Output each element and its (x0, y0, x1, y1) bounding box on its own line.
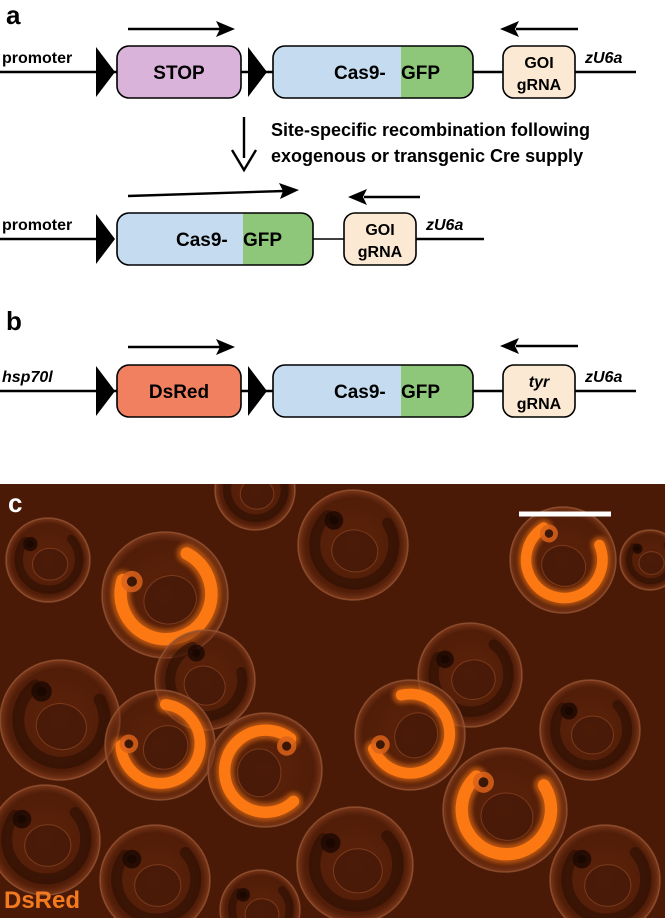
fluorescent-embryo (354, 679, 466, 791)
goi-label-a-bottom: GOI (365, 222, 394, 239)
hsp70l-label: hsp70l (2, 369, 53, 386)
goi-grna-box-a-bottom: GOI gRNA (343, 212, 417, 266)
reverse-arrow-b (500, 338, 578, 354)
zu6a-label-b: zU6a (584, 369, 622, 386)
embryo (99, 824, 211, 918)
embryo (5, 517, 91, 603)
tyr-grna-box: tyr gRNA (502, 364, 576, 418)
fluorescent-embryo (101, 531, 229, 659)
stop-cassette: STOP (116, 45, 242, 99)
loxp-site-1 (96, 47, 115, 97)
grna-label-a-bottom: gRNA (358, 244, 403, 261)
embryo (296, 806, 414, 918)
forward-arrow-b (128, 339, 235, 355)
embryo (219, 869, 301, 918)
embryo (539, 679, 641, 781)
embryo-layer (0, 484, 665, 918)
fluorescent-embryo (509, 506, 617, 614)
loxp-site-b1 (96, 366, 115, 416)
cas9-gfp-box-a-bottom: Cas9- GFP (116, 212, 314, 266)
embryo (619, 529, 665, 591)
reverse-arrow-a-bottom (348, 189, 420, 205)
fluorescent-embryo (207, 712, 323, 828)
forward-arrow-a-bottom (127, 183, 299, 199)
cas9-label-a-bottom: Cas9- (176, 230, 228, 251)
grna-label-a-top: gRNA (517, 77, 562, 94)
gfp-label-a-top: GFP (401, 63, 440, 84)
micrograph (0, 484, 665, 918)
dsred-cassette: DsRed (116, 364, 242, 418)
loxp-site-b2 (248, 366, 267, 416)
promoter-label-a-bottom: promoter (2, 217, 72, 234)
recombination-text-line2: exogenous or transgenic Cre supply (271, 146, 583, 166)
embryo (549, 824, 661, 918)
grna-label-b: gRNA (517, 396, 562, 413)
gfp-label-a-bottom: GFP (243, 230, 282, 251)
panel-b-letter: b (6, 306, 22, 336)
zu6a-label-a-top: zU6a (584, 50, 622, 67)
goi-grna-box-a-top: GOI gRNA (502, 45, 576, 99)
loxp-site-2 (248, 47, 267, 97)
zu6a-label-a-bottom: zU6a (425, 217, 463, 234)
fluorescent-embryo (104, 689, 216, 801)
dsred-channel-label: DsRed (4, 887, 80, 914)
promoter-label-a-top: promoter (2, 50, 72, 67)
cas9-label-a-top: Cas9- (334, 63, 386, 84)
goi-label-a-top: GOI (524, 55, 553, 72)
embryo (297, 489, 409, 601)
embryo (214, 484, 296, 531)
cas9-gfp-box-a-top: Cas9- GFP (272, 45, 474, 99)
embryo (0, 784, 101, 896)
panel-a-letter: a (6, 0, 21, 30)
loxp-site-remaining (96, 214, 115, 264)
reverse-arrow-a-top (500, 21, 578, 37)
recombination-arrow (230, 117, 258, 173)
cas9-label-b: Cas9- (334, 382, 386, 403)
panel-c-letter: c (8, 488, 22, 518)
recombination-text-line1: Site-specific recombination following (271, 120, 590, 140)
cas9-gfp-box-b: Cas9- GFP (272, 364, 474, 418)
stop-label: STOP (153, 63, 205, 84)
forward-arrow-a-top (128, 21, 235, 37)
gfp-label-b: GFP (401, 382, 440, 403)
dsred-label: DsRed (149, 382, 209, 403)
fluorescent-embryo (442, 747, 568, 873)
tyr-label: tyr (529, 374, 550, 391)
